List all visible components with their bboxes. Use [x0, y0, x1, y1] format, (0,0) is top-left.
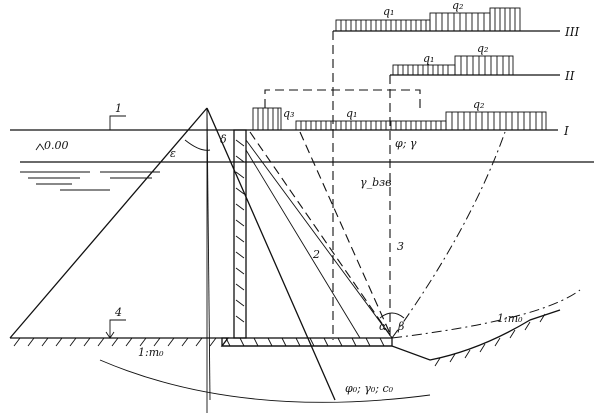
failure-line-a [245, 139, 393, 339]
load-q2-II: q₂ [477, 42, 488, 55]
trial-wedge-left: ε δ [9, 107, 336, 413]
water-level: 0.00 [20, 139, 594, 191]
surcharge-q1-II-hatch [392, 64, 456, 76]
ground-profile [10, 309, 561, 361]
load-q2-I: q₂ [473, 98, 484, 111]
wall-stem [233, 129, 247, 339]
surcharge-q3-hatch [252, 107, 282, 131]
surface-3-label: 3 [397, 240, 404, 253]
slip-plane-2 [249, 131, 393, 339]
failure-line-b [245, 149, 361, 339]
load-case-III: q₁ q₂ III [333, 0, 579, 39]
level-marker-1: 1 [109, 102, 126, 130]
load-case-II: q₁ q₂ II [390, 42, 575, 83]
surcharge-q1-I-hatch [295, 120, 447, 131]
failure-surfaces: 2 3 α β [245, 131, 581, 339]
surcharge-q1-III-hatch [335, 19, 431, 32]
load-q1-III: q₁ [383, 5, 394, 18]
angle-eps: ε [170, 147, 176, 160]
angle-alpha: α [379, 320, 387, 333]
surcharge-q2-III-hatch [429, 12, 491, 32]
svg-text:1: 1 [115, 102, 122, 115]
soil-submerged-props: γ_bзв [360, 176, 392, 189]
case-label-III: III [564, 25, 579, 39]
load-q1-II: q₁ [423, 52, 434, 65]
retaining-wall [221, 129, 393, 347]
surcharge-q2-II-hatch [454, 55, 514, 76]
case-label-I: I [563, 124, 569, 138]
base-arc [99, 359, 431, 403]
slope-left: 1:m₀ [138, 346, 164, 359]
angle-delta: δ [220, 133, 227, 146]
zero-level-mark: 0.00 [44, 139, 69, 152]
soil-base-props: φ₀; γ₀; c₀ [345, 382, 394, 395]
slope-right: 1:m₀ [497, 312, 523, 325]
slip-plane-2b [299, 131, 393, 339]
slip-curve-4 [391, 289, 581, 339]
load-q2-III: q₂ [452, 0, 463, 12]
load-q1-I: q₁ [346, 107, 357, 120]
angle-beta: β [397, 320, 404, 333]
surcharge-tall-III-hatch [489, 7, 521, 32]
case-label-II: II [564, 69, 575, 83]
base-ground: 4 1:m₀ 1:m₀ φ₀; γ₀; c₀ [10, 306, 561, 403]
slip-curve-3 [391, 131, 506, 339]
svg-text:4: 4 [114, 306, 122, 319]
surface-2-label: 2 [312, 248, 320, 261]
load-bracket [264, 31, 421, 340]
level-marker-4: 4 [105, 306, 126, 339]
load-q3: q₃ [283, 107, 294, 120]
surcharge-q2-I-hatch [445, 111, 547, 131]
soil-fill-props: φ; γ [395, 137, 417, 150]
